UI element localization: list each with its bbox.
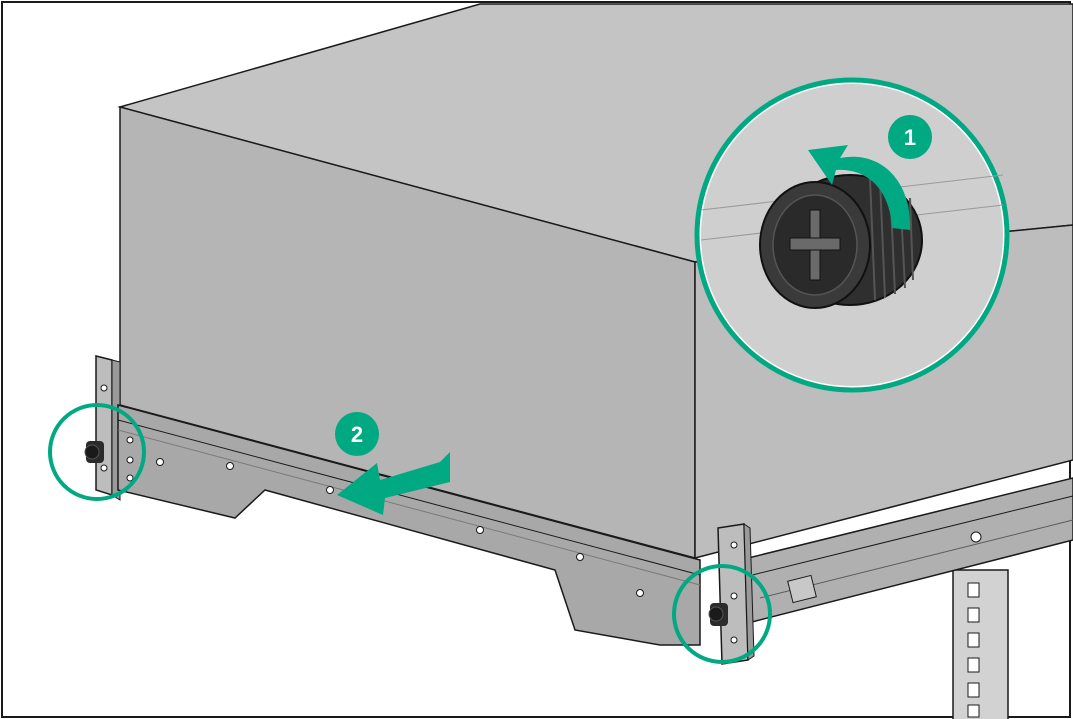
- step-1-number: 1: [904, 125, 916, 150]
- right-rack-ear: [717, 523, 755, 665]
- rotate-arrow-icon: [808, 145, 911, 230]
- screw-head-cross: [789, 209, 841, 281]
- left-thumbscrew-callout: [48, 403, 146, 501]
- thumbscrew-icon: [84, 441, 104, 463]
- rail-holes: [100, 384, 644, 597]
- rack-post: [952, 569, 1009, 719]
- step-1-badge: 1: [888, 115, 932, 159]
- step-2-badge: 2: [335, 412, 379, 456]
- step-2-number: 2: [351, 422, 363, 447]
- magnified-thumbscrew-detail: [694, 77, 1010, 393]
- front-rail-edge: [117, 419, 701, 576]
- pull-arrow-icon: [337, 452, 450, 515]
- right-thumbscrew-callout: [672, 564, 772, 664]
- front-rail: [117, 404, 701, 646]
- thumbscrew-icon: [708, 603, 728, 626]
- left-rack-ear: [95, 355, 121, 501]
